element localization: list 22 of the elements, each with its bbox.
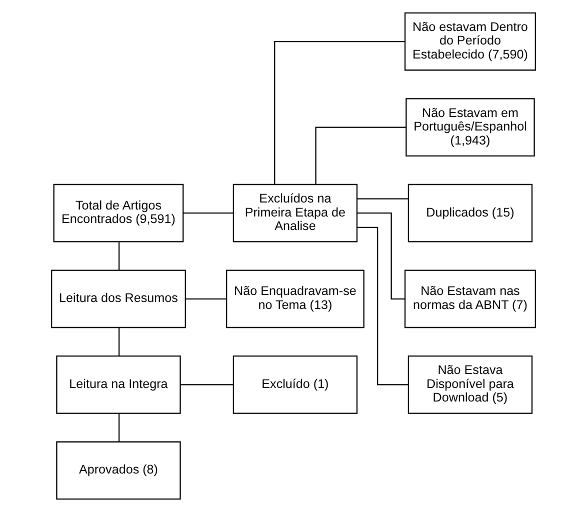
connector xyxy=(356,198,408,200)
connector xyxy=(356,226,408,386)
node-box: Total de Artigos Encontrados (9,591) xyxy=(52,184,184,242)
connector xyxy=(182,212,233,214)
node-box: Duplicados (15) xyxy=(407,184,532,242)
node-box: Leitura na Integra xyxy=(56,356,180,414)
node-box: Leitura dos Resumos xyxy=(50,270,186,328)
node-box: Não estavam Dentro do Período Estabelecido (7,590) xyxy=(404,12,536,71)
connector xyxy=(314,126,406,184)
node-box: Não Estava Disponível para Download (5) xyxy=(407,356,532,414)
node-box: Excluídos na Primeira Etapa de Analise xyxy=(232,184,358,242)
connector xyxy=(185,298,226,300)
connector xyxy=(118,414,120,442)
connector xyxy=(118,242,120,270)
connector xyxy=(274,40,404,184)
node-box: Não Estavam em Português/Espanhol (1,943) xyxy=(405,98,534,156)
node-box: Não Estavam nas normas da ABNT (7) xyxy=(404,270,536,328)
node-box: Não Enquadravam-se no Tema (13) xyxy=(226,270,364,328)
connector xyxy=(180,384,233,386)
connector xyxy=(118,328,120,356)
node-box: Aprovados (8) xyxy=(56,441,180,500)
node-box: Excluído (1) xyxy=(232,356,358,414)
